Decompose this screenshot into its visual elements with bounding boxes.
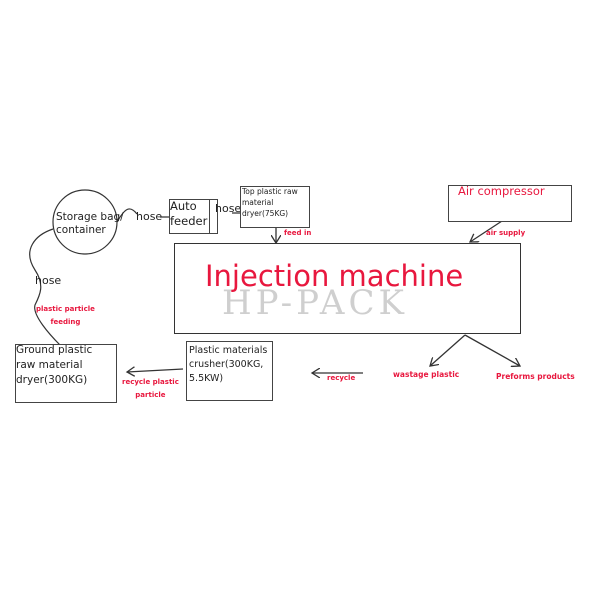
watermark: HP-PACK: [222, 283, 408, 323]
air-compressor-label: Air compressor: [458, 184, 545, 198]
top-dryer-box: [240, 186, 310, 228]
top-dryer-label: Top plastic raw material dryer(75KG): [242, 187, 298, 218]
crusher-label: Plastic materials crusher(300KG, 5.5KW): [189, 345, 268, 384]
feed-in-label: feed in: [284, 229, 312, 237]
hose-storage-ground: [29, 228, 61, 346]
recycle-plastic-label: recycle plastic particle: [122, 378, 179, 399]
hose-storage-feeder: [116, 208, 170, 223]
wastage-label: wastage plastic: [393, 370, 460, 379]
hose-label-1: hose: [136, 210, 163, 223]
hose-label-3: hose: [35, 274, 62, 287]
auto-feeder-divider: [209, 199, 210, 234]
preforms-label: Preforms products: [496, 372, 575, 381]
injection-machine-box: [174, 243, 521, 334]
air-supply-arrow: [470, 220, 503, 242]
ground-dryer-label: Ground plastic raw material dryer(300KG): [16, 344, 93, 386]
plastic-particle-label: plastic particle feeding: [36, 305, 95, 326]
recycle-label: recycle: [327, 374, 356, 382]
injection-machine-label: Injection machine: [205, 259, 464, 293]
storage-label: Storage bag/ container: [56, 211, 124, 236]
air-supply-label: air supply: [486, 229, 526, 237]
recycle-particle-arrow: [127, 369, 184, 372]
wastage-arrow: [430, 334, 466, 366]
preforms-arrow: [464, 334, 520, 366]
ground-dryer-box: [15, 344, 117, 403]
crusher-box: [186, 341, 273, 401]
auto-feeder-label: Auto feeder: [170, 199, 208, 228]
hose-label-2: hose: [215, 202, 242, 215]
air-compressor-box: [448, 185, 572, 222]
